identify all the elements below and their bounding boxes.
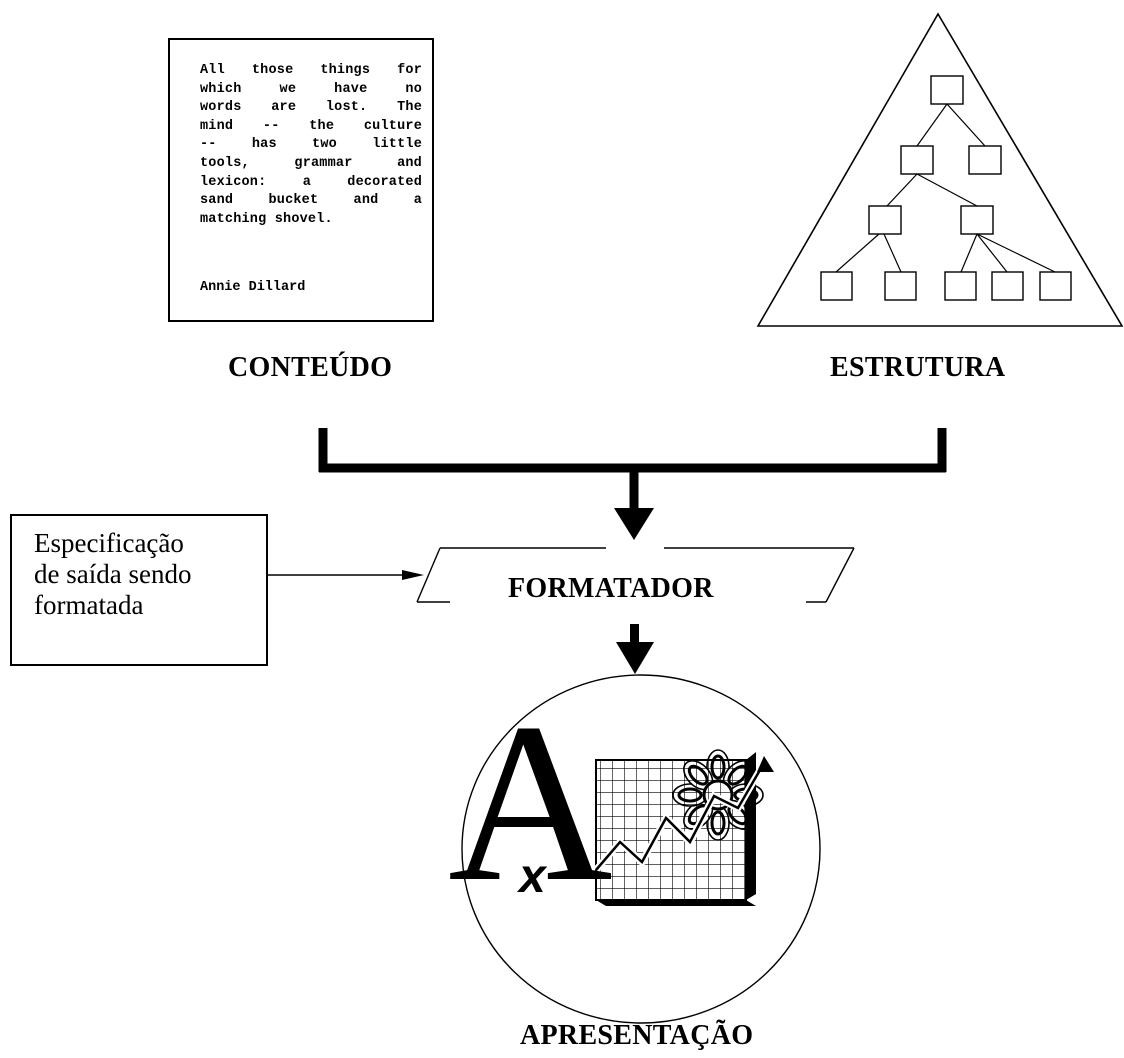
tree-node bbox=[900, 145, 934, 175]
formatter-label: FORMATADOR bbox=[508, 573, 714, 604]
quote-line: lexicon: a decorated bbox=[200, 174, 422, 190]
quote-line: sand bucket and a bbox=[200, 193, 422, 209]
arrow-head-icon bbox=[402, 570, 424, 580]
quote-line: matching shovel. bbox=[200, 211, 333, 227]
output-spec-text: Especificação de saída sendo formatada bbox=[34, 528, 254, 621]
tree-node-root bbox=[930, 75, 964, 105]
tree-leaf bbox=[991, 271, 1024, 301]
quote-line: -- has two little bbox=[200, 137, 422, 153]
spec-line: de saída sendo bbox=[34, 559, 192, 589]
quote-author: Annie Dillard bbox=[200, 280, 306, 295]
tree-leaf bbox=[820, 271, 853, 301]
output-spec-box: Especificação de saída sendo formatada bbox=[10, 514, 268, 666]
down-arrow-icon bbox=[614, 508, 654, 540]
content-label: CONTEÚDO bbox=[228, 352, 393, 383]
merge-connector bbox=[318, 428, 947, 510]
chart-grid-icon bbox=[593, 752, 774, 906]
tree-leaf bbox=[944, 271, 977, 301]
quote-line: words are lost. The bbox=[200, 100, 422, 116]
down-arrow-shaft bbox=[630, 624, 639, 646]
structure-label: ESTRUTURA bbox=[830, 352, 1006, 383]
content-document: All those things for which we have no wo… bbox=[168, 38, 434, 322]
quote-text: All those things for which we have no wo… bbox=[200, 62, 422, 229]
presentation-label: APRESENTAÇÃO bbox=[520, 1020, 754, 1051]
presentation-ellipse bbox=[461, 674, 821, 1024]
tree-node bbox=[968, 145, 1002, 175]
quote-line: which we have no bbox=[200, 81, 422, 97]
tree-node bbox=[960, 205, 994, 235]
spec-line: Especificação bbox=[34, 528, 184, 558]
quote-line: All those things for bbox=[200, 63, 422, 78]
structure-tree-diagram bbox=[756, 12, 1124, 327]
tree-leaf bbox=[1039, 271, 1072, 301]
quote-line: mind -- the culture bbox=[200, 118, 422, 134]
tree-leaf bbox=[884, 271, 917, 301]
formatter-shape bbox=[416, 547, 855, 603]
quote-line: tools, grammar and bbox=[200, 155, 422, 171]
down-arrow-icon bbox=[616, 642, 654, 674]
presentation-letter-a: A bbox=[448, 677, 613, 929]
spec-line: formatada bbox=[34, 590, 144, 620]
presentation-x-symbol: x bbox=[516, 850, 548, 903]
tree-node bbox=[868, 205, 902, 235]
